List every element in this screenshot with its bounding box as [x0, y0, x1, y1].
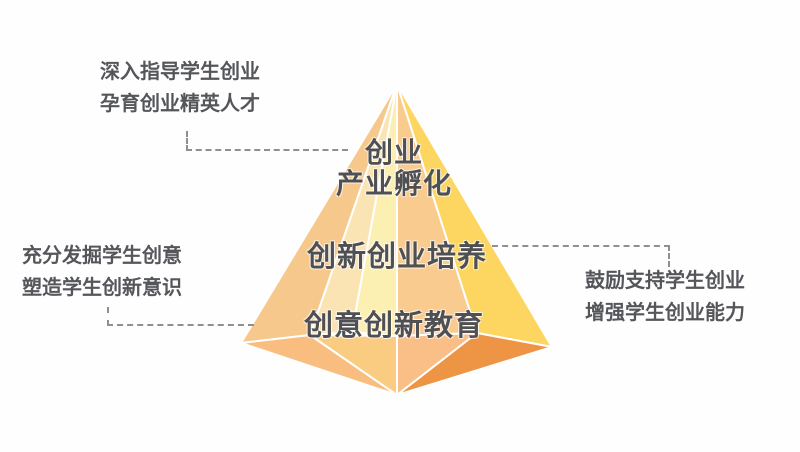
annotation-right-line2: 增强学生创业能力 [585, 302, 745, 324]
annotation-bottom-left-line1: 充分发掘学生创意 [22, 245, 182, 267]
connector-right [492, 245, 670, 267]
pyramid-level-incubation: 创业 产业孵化 [336, 137, 452, 199]
pyramid-level-incubation-line1: 创业 [364, 137, 424, 168]
pyramid-level-incubation-line2: 产业孵化 [335, 168, 453, 199]
facet-lower-right [396, 332, 553, 396]
annotation-bottom-left: 充分发掘学生创意 塑造学生创新意识 [22, 240, 182, 304]
annotation-top-left-line2: 孕育创业精英人才 [100, 93, 260, 115]
pyramid-facets [240, 83, 553, 396]
annotation-right-line1: 鼓励支持学生创业 [585, 270, 745, 292]
annotation-right: 鼓励支持学生创业 增强学生创业能力 [585, 265, 745, 329]
pyramid-level-cultivation: 创新创业培养 [306, 241, 488, 273]
annotation-bottom-left-line2: 塑造学生创新意识 [22, 277, 182, 299]
annotation-top-left: 深入指导学生创业 孕育创业精英人才 [100, 56, 260, 120]
connector-top-left [186, 131, 348, 151]
connector-bottom-left [107, 307, 254, 326]
pyramid-level-education: 创意创新教育 [303, 310, 485, 342]
annotation-top-left-line1: 深入指导学生创业 [100, 61, 260, 83]
